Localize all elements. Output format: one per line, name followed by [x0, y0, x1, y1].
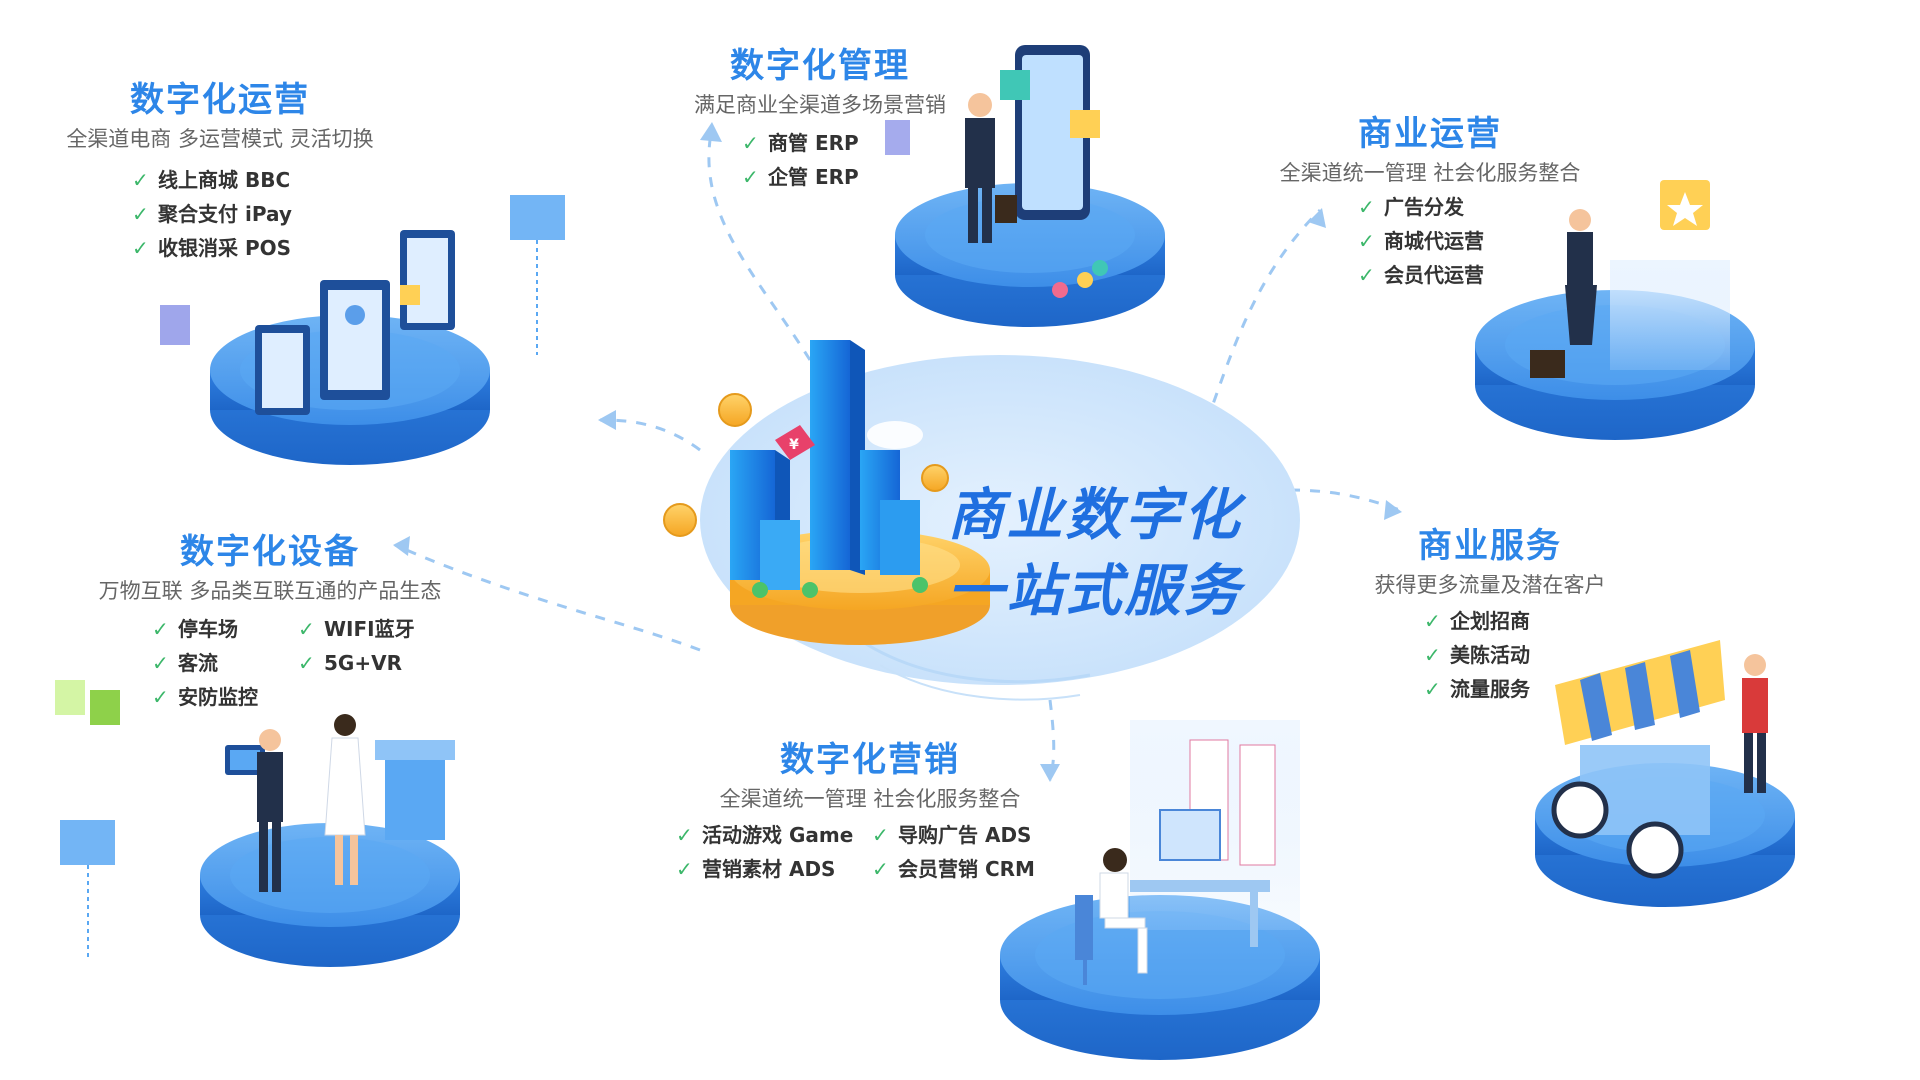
feature-list-digital-device-right: ✓WIFI蓝牙 ✓5G+VR — [298, 612, 415, 680]
check-icon: ✓ — [872, 857, 889, 881]
module-title: 数字化运营 — [130, 80, 310, 120]
feature-item: ✓停车场 — [152, 612, 258, 646]
module-digital-marketing: 数字化营销 全渠道统一管理 社会化服务整合 — [690, 738, 1050, 814]
feature-item: ✓5G+VR — [298, 646, 415, 680]
feature-item: ✓会员代运营 — [1358, 258, 1484, 292]
center-title-line1: 商业数字化 — [947, 483, 1243, 548]
check-icon: ✓ — [676, 823, 693, 847]
feature-item: ✓客流 — [152, 646, 258, 680]
center-title-line2: 一站式服务 — [947, 559, 1243, 624]
feature-list-digital-marketing-right: ✓导购广告 ADS ✓会员营销 CRM — [872, 818, 1035, 886]
person-icon — [965, 93, 1017, 243]
module-biz-ops: 商业运营 全渠道统一管理 社会化服务整合 — [1250, 112, 1610, 188]
check-icon: ✓ — [132, 202, 149, 226]
feature-item: ✓商管 ERP — [742, 126, 859, 160]
feature-list-biz-service: ✓企划招商 ✓美陈活动 ✓流量服务 — [1424, 604, 1530, 706]
feature-list-digital-mgmt: ✓商管 ERP ✓企管 ERP — [742, 126, 859, 194]
person-icon — [1742, 654, 1768, 793]
feature-item: ✓会员营销 CRM — [872, 852, 1035, 886]
feature-item: ✓营销素材 ADS — [676, 852, 853, 886]
tablet-icon — [225, 745, 265, 775]
phone-icon — [1000, 45, 1100, 220]
feature-item: ✓WIFI蓝牙 — [298, 612, 415, 646]
platform-digital-marketing — [1000, 720, 1320, 1060]
feature-item: ✓商城代运营 — [1358, 224, 1484, 258]
check-icon: ✓ — [298, 651, 315, 675]
module-subtitle: 获得更多流量及潜在客户 — [1374, 573, 1606, 597]
monitor-icon — [1130, 809, 1270, 947]
check-icon: ✓ — [298, 617, 315, 641]
check-icon: ✓ — [1358, 195, 1375, 219]
feature-list-digital-marketing-left: ✓活动游戏 Game ✓营销素材 ADS — [676, 818, 853, 886]
arrow-heads — [393, 122, 1402, 782]
check-icon: ✓ — [1358, 263, 1375, 287]
feature-list-biz-ops: ✓广告分发 ✓商城代运营 ✓会员代运营 — [1358, 190, 1484, 292]
feature-list-digital-ops: ✓线上商城 BBC ✓聚合支付 iPay ✓收银消采 POS — [132, 163, 292, 265]
check-icon: ✓ — [152, 651, 169, 675]
check-icon: ✓ — [132, 168, 149, 192]
check-icon: ✓ — [872, 823, 889, 847]
svg-text:¥: ¥ — [789, 437, 799, 453]
center-title: 商业数字化 一站式服务 — [930, 478, 1260, 630]
feature-item: ✓收银消采 POS — [132, 231, 292, 265]
check-icon: ✓ — [742, 165, 759, 189]
module-digital-device: 数字化设备 万物互联 多品类互联互通的产品生态 — [70, 530, 470, 606]
module-biz-service: 商业服务 获得更多流量及潜在客户 — [1340, 524, 1640, 600]
module-digital-mgmt: 数字化管理 满足商业全渠道多场景营销 — [680, 44, 960, 120]
platform-digital-ops — [160, 195, 565, 465]
check-icon: ✓ — [1424, 677, 1441, 701]
module-title: 商业服务 — [1418, 526, 1562, 566]
feature-item: ✓企管 ERP — [742, 160, 859, 194]
person-icon — [257, 714, 366, 892]
check-icon: ✓ — [1358, 229, 1375, 253]
module-title: 商业运营 — [1358, 114, 1502, 154]
feature-item: ✓活动游戏 Game — [676, 818, 853, 852]
check-icon: ✓ — [152, 685, 169, 709]
feature-item: ✓广告分发 — [1358, 190, 1484, 224]
feature-item: ✓导购广告 ADS — [872, 818, 1035, 852]
module-subtitle: 万物互联 多品类互联互通的产品生态 — [98, 579, 442, 603]
check-icon: ✓ — [152, 617, 169, 641]
feature-list-digital-device-left: ✓停车场 ✓客流 ✓安防监控 — [152, 612, 258, 714]
check-icon: ✓ — [676, 857, 693, 881]
person-icon — [1565, 209, 1597, 345]
feature-item: ✓聚合支付 iPay — [132, 197, 292, 231]
feature-item: ✓安防监控 — [152, 680, 258, 714]
platform-biz-service — [1535, 640, 1795, 907]
module-title: 数字化管理 — [730, 46, 910, 86]
check-icon: ✓ — [132, 236, 149, 260]
platform-digital-mgmt — [885, 45, 1165, 327]
feature-item: ✓美陈活动 — [1424, 638, 1530, 672]
person-icon — [1099, 848, 1148, 974]
module-subtitle: 全渠道统一管理 社会化服务整合 — [1279, 161, 1581, 185]
platform-digital-device — [55, 680, 460, 967]
module-subtitle: 满足商业全渠道多场景营销 — [694, 93, 946, 117]
feature-item: ✓流量服务 — [1424, 672, 1530, 706]
platform-biz-ops — [1475, 180, 1755, 440]
module-title: 数字化营销 — [780, 740, 960, 780]
module-title: 数字化设备 — [180, 532, 360, 572]
document-panel-icon — [160, 195, 565, 415]
module-subtitle: 全渠道统一管理 社会化服务整合 — [719, 787, 1021, 811]
cart-icon — [1551, 640, 1725, 879]
module-subtitle: 全渠道电商 多运营模式 灵活切换 — [66, 127, 374, 151]
feature-item: ✓企划招商 — [1424, 604, 1530, 638]
module-digital-ops: 数字化运营 全渠道电商 多运营模式 灵活切换 — [40, 78, 400, 154]
city-icon: ¥ — [663, 340, 990, 645]
feature-item: ✓线上商城 BBC — [132, 163, 292, 197]
check-icon: ✓ — [1424, 643, 1441, 667]
check-icon: ✓ — [742, 131, 759, 155]
check-icon: ✓ — [1424, 609, 1441, 633]
